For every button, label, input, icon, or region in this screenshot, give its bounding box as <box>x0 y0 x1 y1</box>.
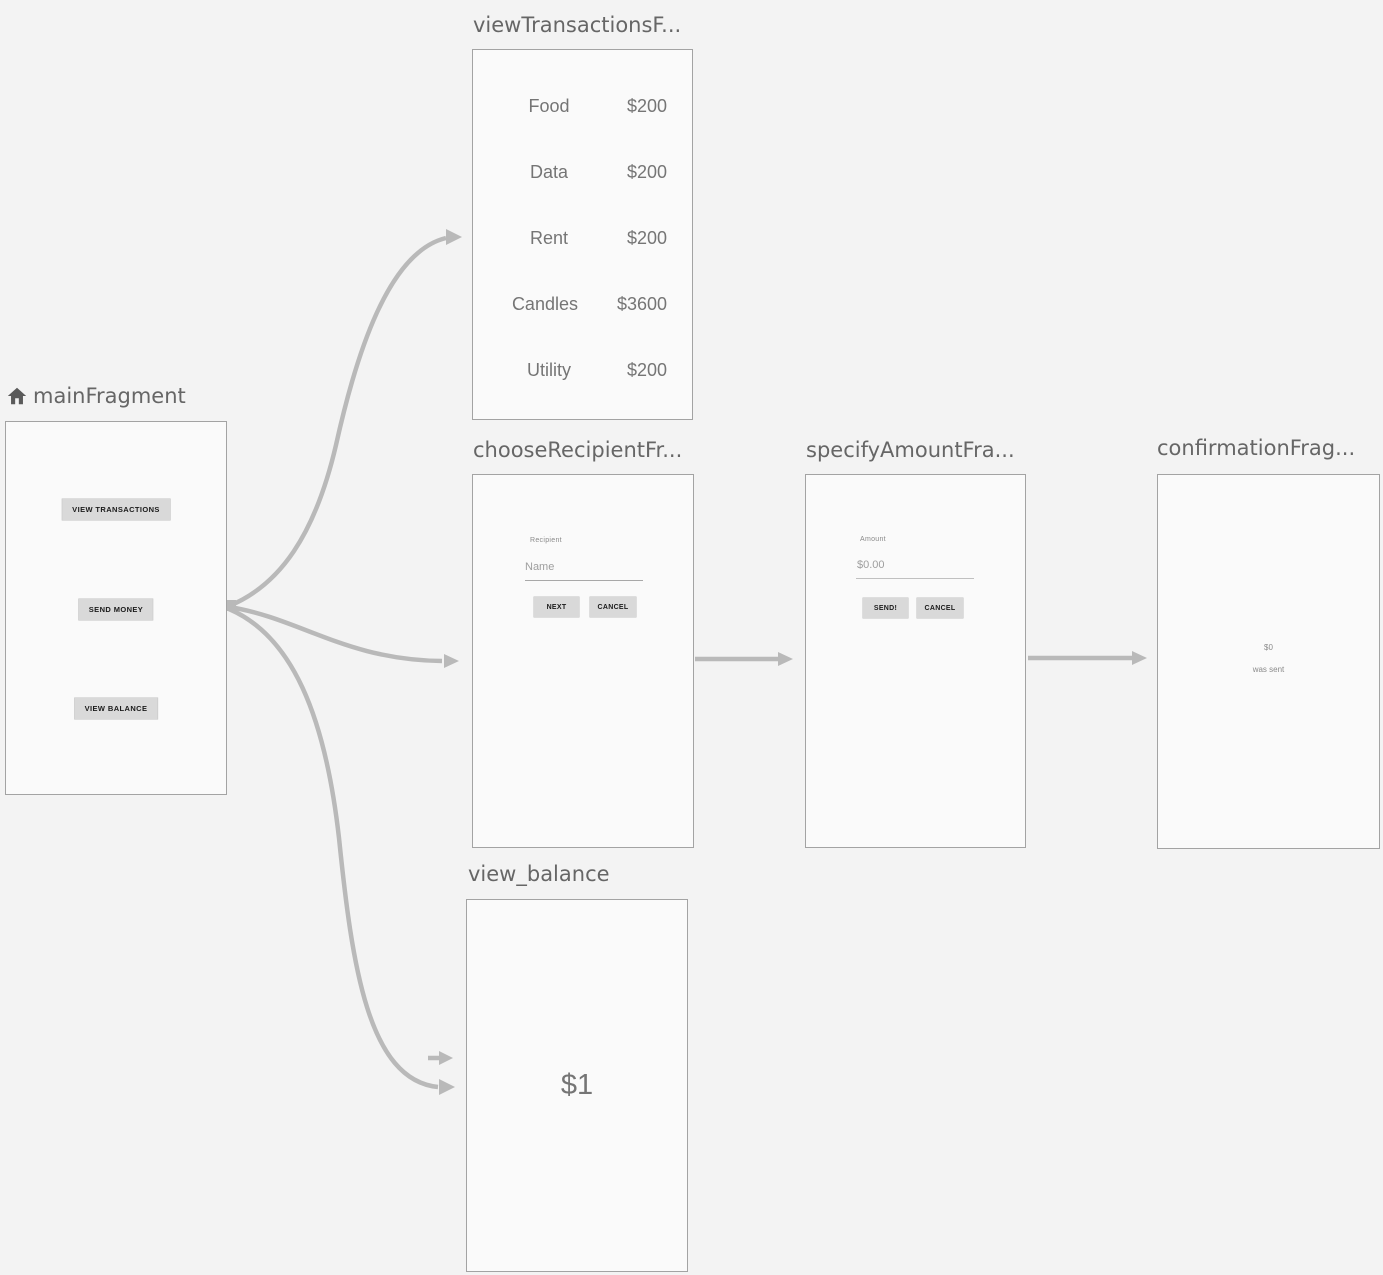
confirmation-caption: was sent <box>1252 665 1285 674</box>
recipient-field-label: Recipient <box>530 537 562 544</box>
home-icon <box>7 387 27 405</box>
fragment-node-main[interactable]: VIEW TRANSACTIONS SEND MONEY VIEW BALANC… <box>5 421 227 795</box>
action-arrow-main-to-choose-recipient[interactable] <box>228 604 443 664</box>
balance-amount: $1 <box>560 1069 594 1101</box>
fragment-node-choose-recipient[interactable]: Recipient Name NEXT CANCEL <box>472 474 694 848</box>
transaction-label: Rent <box>529 227 569 248</box>
arrowhead-view-transactions <box>446 229 462 245</box>
node-title-confirmation[interactable]: confirmationFrag... <box>1157 436 1355 460</box>
transaction-amount: $200 <box>626 227 667 248</box>
node-title-specify-amount[interactable]: specifyAmountFra... <box>806 438 1015 462</box>
confirmation-amount: $0 <box>1264 643 1273 652</box>
action-arrow-main-to-view-balance[interactable] <box>228 606 439 1090</box>
connection-handle[interactable] <box>222 600 236 611</box>
transaction-row: Data $200 <box>473 139 692 205</box>
transaction-label: Food <box>528 95 570 116</box>
transaction-label: Candles <box>511 293 578 314</box>
node-title-view-balance[interactable]: view_balance <box>468 862 610 886</box>
transaction-label: Utility <box>527 359 571 380</box>
transaction-amount: $200 <box>626 359 667 380</box>
amount-input: $0.00 <box>857 559 885 571</box>
mock-cancel-button: CANCEL <box>590 597 636 617</box>
arrowhead-choose-recipient <box>444 654 459 668</box>
arrowhead-confirmation <box>1132 651 1147 665</box>
node-title-choose-recipient[interactable]: chooseRecipientFr... <box>473 438 682 462</box>
transactions-list: Food $200 Data $200 Rent $200 Candles $3… <box>473 50 692 403</box>
recipient-name-input: Name <box>525 561 555 573</box>
mock-next-button: NEXT <box>534 597 579 617</box>
node-title-view-transactions[interactable]: viewTransactionsF... <box>473 13 681 37</box>
arrowhead-stub <box>439 1051 453 1065</box>
input-underline <box>856 578 974 579</box>
node-title-main-fragment[interactable]: mainFragment <box>6 384 186 408</box>
action-arrow-main-to-view-transactions[interactable] <box>228 235 447 609</box>
fragment-node-specify-amount[interactable]: Amount $0.00 SEND! CANCEL <box>805 474 1026 848</box>
node-title-label: viewTransactionsF... <box>473 13 682 37</box>
transaction-label: Data <box>529 161 569 182</box>
transaction-row: Food $200 <box>473 73 692 139</box>
mock-cancel-button: CANCEL <box>917 598 963 618</box>
node-title-label: view_balance <box>468 862 610 886</box>
transaction-amount: $3600 <box>616 293 667 314</box>
mock-view-balance-button: VIEW BALANCE <box>74 698 158 719</box>
transaction-amount: $200 <box>626 95 667 116</box>
mock-send-button: SEND! <box>863 598 908 618</box>
input-underline <box>525 580 643 581</box>
amount-field-label: Amount <box>860 536 886 543</box>
arrowhead-specify-amount <box>778 652 793 666</box>
transaction-row: Candles $3600 <box>473 271 692 337</box>
mock-view-transactions-button: VIEW TRANSACTIONS <box>62 499 170 520</box>
transaction-row: Rent $200 <box>473 205 692 271</box>
confirmation-message: $0 was sent <box>1158 643 1379 674</box>
node-title-label: specifyAmountFra... <box>806 438 1015 462</box>
node-title-label: chooseRecipientFr... <box>473 438 683 462</box>
transaction-row: Utility $200 <box>473 337 692 403</box>
fragment-node-view-balance[interactable]: $1 <box>466 899 688 1272</box>
node-title-label: confirmationFrag... <box>1157 436 1356 460</box>
transaction-amount: $200 <box>626 161 667 182</box>
fragment-node-confirmation[interactable]: $0 was sent <box>1157 474 1380 849</box>
mock-send-money-button: SEND MONEY <box>78 599 154 620</box>
node-title-label: mainFragment <box>33 384 186 408</box>
arrowhead-view-balance <box>439 1079 455 1095</box>
fragment-node-view-transactions[interactable]: Food $200 Data $200 Rent $200 Candles $3… <box>472 49 693 420</box>
